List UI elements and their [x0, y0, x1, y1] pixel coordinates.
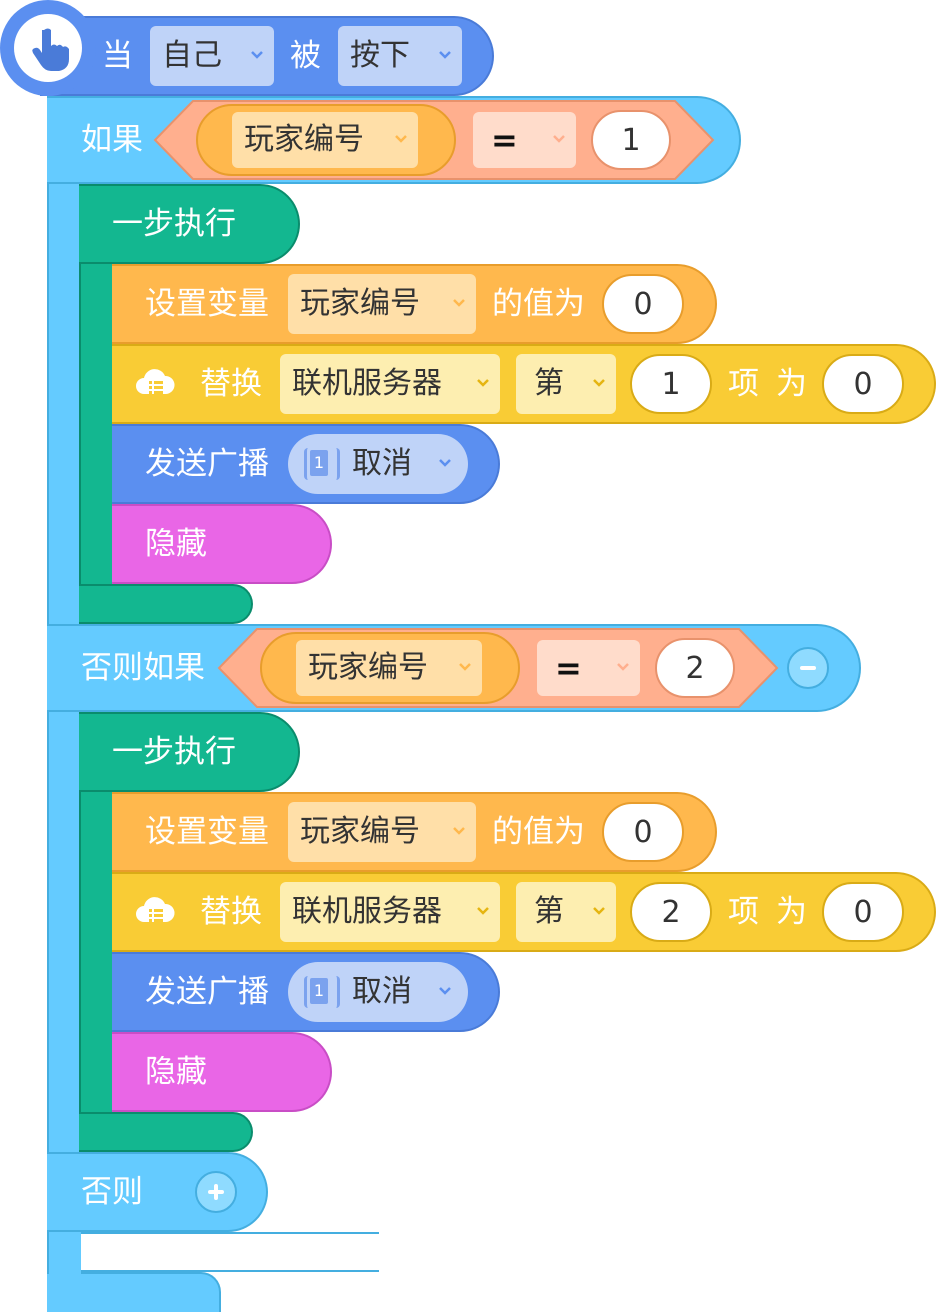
set-variable-dropdown-2[interactable]: 玩家编号 — [288, 802, 476, 862]
chevron-down-icon — [617, 663, 629, 671]
replace-index-mode-2: 第 — [534, 894, 564, 929]
chevron-down-icon — [593, 907, 605, 915]
hide-block-1[interactable] — [112, 504, 332, 584]
set-variable-label-2: 设置变量 — [145, 814, 269, 850]
replace-label-1: 替换 — [200, 366, 262, 402]
cloud-list-icon — [134, 364, 176, 404]
variable-name-1: 玩家编号 — [244, 122, 364, 157]
sequence-footer-2 — [79, 1112, 253, 1152]
variable-dropdown-1[interactable]: 玩家编号 — [232, 112, 418, 168]
operator-dropdown-1[interactable]: = — [473, 112, 576, 168]
chevron-down-icon — [593, 379, 605, 387]
chevron-down-icon — [453, 299, 465, 307]
set-variable-mid-label-2: 的值为 — [492, 814, 585, 850]
replace-index-mode-dropdown-2[interactable]: 第 — [516, 882, 616, 942]
sequence-header-1[interactable] — [79, 184, 300, 264]
replace-label-2: 替换 — [200, 894, 262, 930]
chevron-down-icon — [553, 135, 565, 143]
replace-index-input-2[interactable]: 2 — [630, 882, 712, 942]
replace-item-label-2: 项 — [728, 894, 759, 930]
chevron-down-icon — [459, 663, 471, 671]
broadcast-message-1: 取消 — [352, 446, 412, 481]
message-badge-icon: 1 — [304, 448, 340, 480]
replace-item-label-1: 项 — [728, 366, 759, 402]
replace-value-input-2[interactable]: 0 — [822, 882, 904, 942]
operator-value-2: = — [555, 649, 582, 687]
hide-block-2[interactable] — [112, 1032, 332, 1112]
replace-list-name-2: 联机服务器 — [292, 894, 442, 929]
hat-action-value: 按下 — [350, 38, 410, 73]
replace-as-label-2: 为 — [776, 894, 807, 930]
sequence-label-1: 一步执行 — [112, 206, 236, 242]
set-variable-label-1: 设置变量 — [145, 286, 269, 322]
sequence-label-2: 一步执行 — [112, 734, 236, 770]
hide-label-2: 隐藏 — [145, 1054, 207, 1090]
broadcast-message-dropdown-1[interactable]: 1 取消 — [288, 434, 468, 494]
replace-list-dropdown-1[interactable]: 联机服务器 — [280, 354, 500, 414]
replace-list-name-1: 联机服务器 — [292, 366, 442, 401]
set-variable-name-1: 玩家编号 — [300, 286, 420, 321]
else-label: 否则 — [81, 1174, 143, 1210]
replace-list-dropdown-2[interactable]: 联机服务器 — [280, 882, 500, 942]
replace-index-mode-1: 第 — [534, 366, 564, 401]
hat-target-value: 自己 — [162, 38, 222, 73]
hide-label-1: 隐藏 — [145, 526, 207, 562]
broadcast-message-2: 取消 — [352, 974, 412, 1009]
else-empty-slot[interactable] — [79, 1232, 379, 1272]
operator-dropdown-2[interactable]: = — [537, 640, 640, 696]
elseif-label: 否则如果 — [81, 650, 205, 686]
sequence-footer-1 — [79, 584, 253, 624]
chevron-down-icon — [439, 987, 451, 995]
operator-value-1: = — [491, 121, 518, 159]
broadcast-message-dropdown-2[interactable]: 1 取消 — [288, 962, 468, 1022]
variable-dropdown-2[interactable]: 玩家编号 — [296, 640, 482, 696]
variable-name-2: 玩家编号 — [308, 650, 428, 685]
compare-value-input-2[interactable]: 2 — [655, 638, 735, 698]
broadcast-label-2: 发送广播 — [145, 974, 269, 1010]
message-badge-number: 1 — [310, 450, 328, 476]
replace-index-mode-dropdown-1[interactable]: 第 — [516, 354, 616, 414]
hat-action-dropdown[interactable]: 按下 — [338, 26, 462, 86]
message-badge-icon: 1 — [304, 976, 340, 1008]
chevron-down-icon — [477, 379, 489, 387]
compare-value-input-1[interactable]: 1 — [591, 110, 671, 170]
chevron-down-icon — [395, 135, 407, 143]
broadcast-label-1: 发送广播 — [145, 446, 269, 482]
chevron-down-icon — [477, 907, 489, 915]
chevron-down-icon — [439, 459, 451, 467]
hat-verb-label: 被 — [290, 38, 321, 74]
set-variable-mid-label-1: 的值为 — [492, 286, 585, 322]
hat-when-label: 当 — [102, 38, 133, 74]
chevron-down-icon — [251, 51, 263, 59]
spine-cover — [49, 1232, 81, 1312]
chevron-down-icon — [453, 827, 465, 835]
sequence-header-2[interactable] — [79, 712, 300, 792]
message-badge-number: 1 — [310, 978, 328, 1004]
set-variable-value-input-2[interactable]: 0 — [602, 802, 684, 862]
hat-target-dropdown[interactable]: 自己 — [150, 26, 274, 86]
replace-as-label-1: 为 — [776, 366, 807, 402]
replace-index-input-1[interactable]: 1 — [630, 354, 712, 414]
minus-icon[interactable] — [787, 647, 829, 689]
if-label: 如果 — [81, 122, 143, 158]
hand-pointer-icon — [14, 14, 82, 82]
set-variable-dropdown-1[interactable]: 玩家编号 — [288, 274, 476, 334]
set-variable-value-input-1[interactable]: 0 — [602, 274, 684, 334]
cloud-list-icon — [134, 892, 176, 932]
chevron-down-icon — [439, 51, 451, 59]
replace-value-input-1[interactable]: 0 — [822, 354, 904, 414]
plus-icon[interactable] — [195, 1171, 237, 1213]
set-variable-name-2: 玩家编号 — [300, 814, 420, 849]
